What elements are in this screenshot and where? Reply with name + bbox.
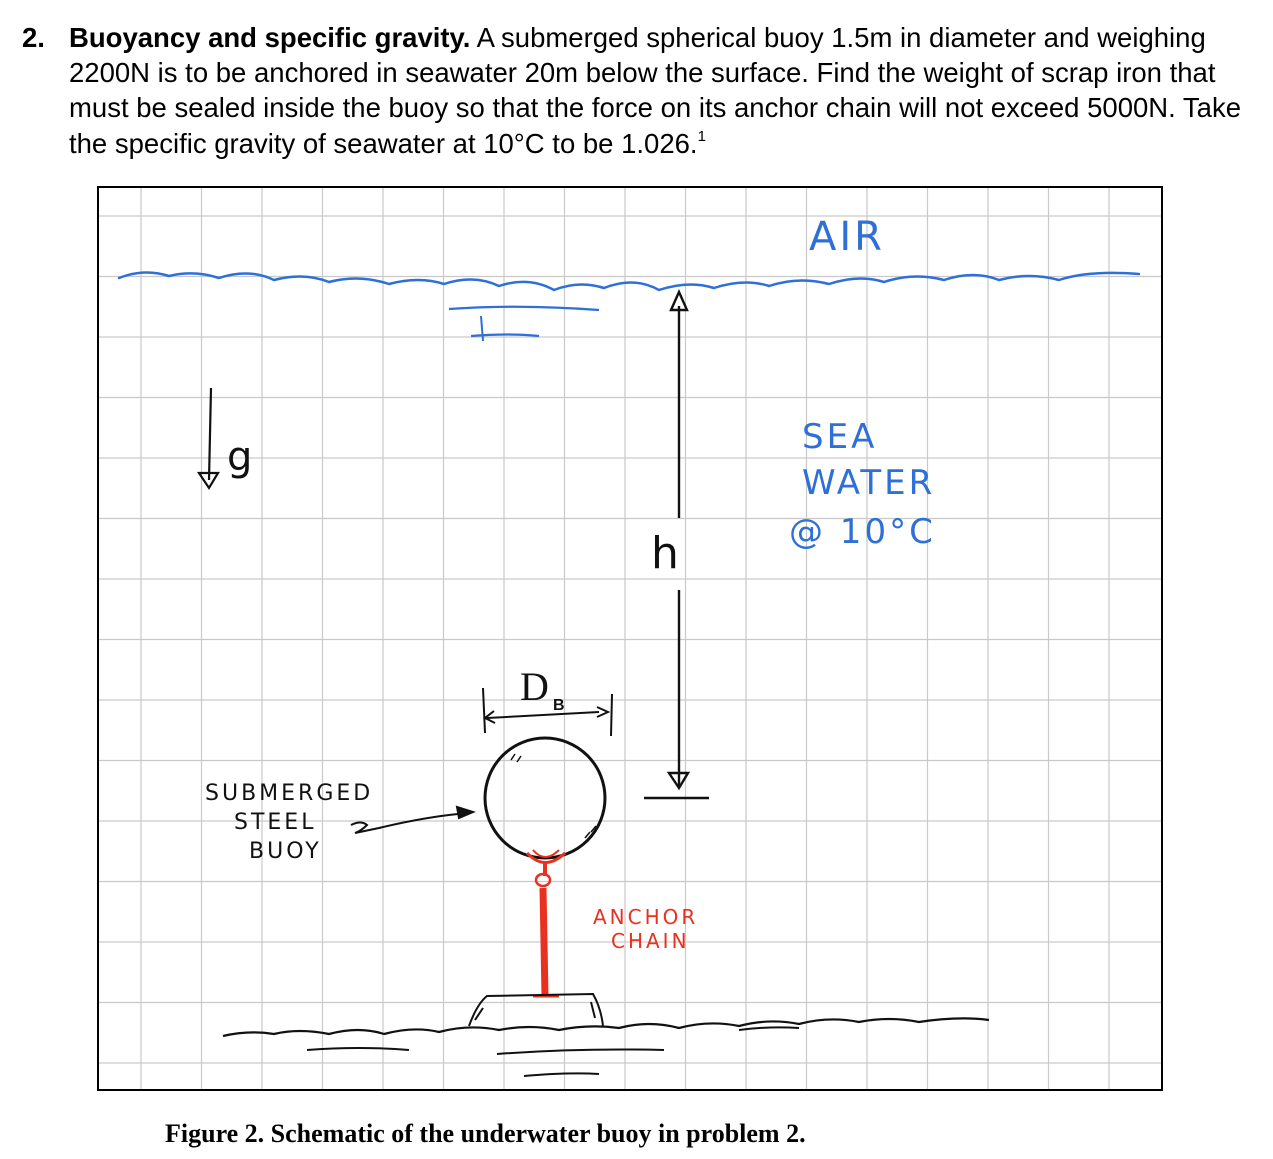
water-surface-line — [117, 271, 1141, 292]
problem-body: A submerged spherical buoy 1.5m in diame… — [69, 22, 1242, 159]
anchor-block — [468, 992, 604, 1027]
depth-arrow — [644, 289, 709, 800]
problem-heading: Buoyancy and specific gravity. — [69, 22, 471, 53]
sea-water-label-line3: @ 10°C — [789, 512, 936, 552]
water-ripple-2 — [470, 333, 540, 338]
floor-ripple-4 — [738, 1026, 800, 1031]
depth-label: h — [651, 528, 682, 579]
sea-water-label-line1: SEA — [802, 417, 877, 457]
floor-ripple-2 — [496, 1048, 665, 1055]
chain-label-line1: ANCHOR — [593, 905, 698, 929]
diameter-dimension-arrow — [482, 687, 613, 737]
floor-ripple-3 — [523, 1072, 600, 1077]
buoy-schematic-figure: AIR g h SEA WATER @ 10°C D B — [97, 186, 1163, 1091]
air-label: AIR — [809, 214, 885, 260]
buoy-pointer-arrow — [350, 805, 476, 834]
buoy-shading-mark — [584, 825, 597, 839]
diameter-subscript: B — [553, 697, 565, 714]
problem-statement: 2. Buoyancy and specific gravity. A subm… — [22, 20, 1247, 161]
buoy-label-line2: STEEL — [234, 810, 316, 835]
gravity-arrow — [196, 387, 220, 491]
footnote-reference: 1 — [697, 127, 706, 145]
figure-caption: Figure 2. Schematic of the underwater bu… — [165, 1119, 806, 1148]
sea-water-label-line2: WATER — [802, 463, 935, 503]
anchor-chain — [525, 849, 567, 998]
buoy-highlight-mark — [510, 753, 522, 763]
buoy-label-line3: BUOY — [249, 839, 322, 864]
diameter-label: D — [520, 664, 549, 709]
buoy-label-line1: SUBMERGED — [205, 781, 373, 806]
problem-text: Buoyancy and specific gravity. A submerg… — [69, 20, 1247, 161]
floor-ripple-1 — [306, 1047, 410, 1051]
water-ripple-3 — [480, 315, 484, 342]
sea-floor-line — [222, 1017, 990, 1038]
water-ripple-1 — [448, 305, 600, 312]
problem-number: 2. — [22, 22, 45, 53]
spherical-buoy — [483, 736, 607, 860]
gravity-label: g — [227, 434, 255, 480]
chain-label-line2: CHAIN — [611, 929, 690, 953]
graph-paper-grid — [99, 188, 1161, 1089]
